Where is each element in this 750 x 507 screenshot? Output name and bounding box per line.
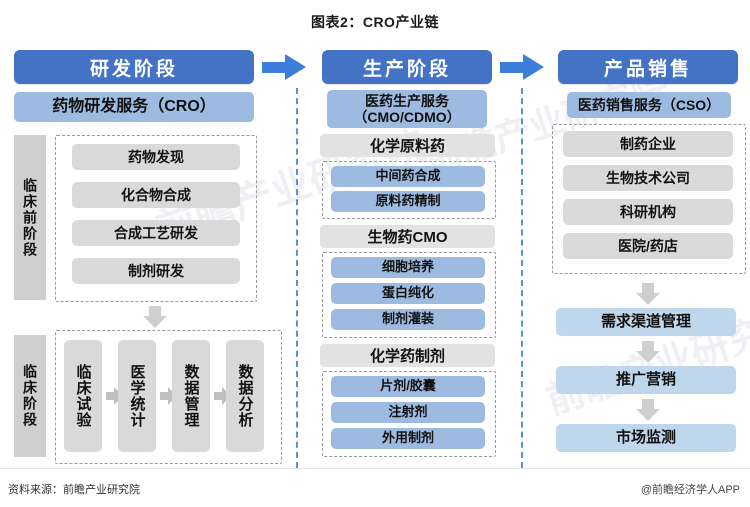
production-group-header: 生物药CMO [320,225,495,248]
sales-customer-item[interactable]: 制药企业 [563,131,733,157]
right-arrow-icon [500,54,544,80]
production-item[interactable]: 片剂/胶囊 [331,376,485,397]
preclinical-item[interactable]: 制剂研发 [72,258,240,284]
preclinical-item[interactable]: 化合物合成 [72,182,240,208]
clinical-item[interactable]: 数据管理 [172,340,210,452]
right-arrow-icon [262,54,306,80]
down-arrow-icon [636,283,660,305]
page-title: 图表2：CRO产业链 [311,14,439,30]
stage-header-production[interactable]: 生产阶段 [322,50,492,84]
sales-customer-item[interactable]: 医院/药店 [563,233,733,259]
clinical-group [55,330,282,464]
production-group-box [322,161,496,219]
preclinical-item[interactable]: 药物发现 [72,144,240,170]
preclinical-item[interactable]: 合成工艺研发 [72,220,240,246]
sales-customer-group [552,124,746,274]
down-arrow-icon [636,341,660,363]
sales-service-box[interactable]: 医药销售服务（CSO） [567,92,731,118]
clinical-item[interactable]: 数据分析 [226,340,264,452]
production-item[interactable]: 外用制剂 [331,428,485,449]
production-item[interactable]: 细胞培养 [331,257,485,278]
production-item[interactable]: 注射剂 [331,402,485,423]
production-group-header: 化学原料药 [320,134,495,157]
clinical-item[interactable]: 医学统计 [118,340,156,452]
production-service-line2: （CMO/CDMO） [353,109,461,125]
production-group-header: 化学药制剂 [320,344,495,367]
production-item[interactable]: 原料药精制 [331,191,485,212]
production-group-box [322,252,496,338]
production-item[interactable]: 中间药合成 [331,166,485,187]
sales-customer-item[interactable]: 生物技术公司 [563,165,733,191]
down-arrow-icon [143,306,167,328]
sales-flow-item[interactable]: 推广营销 [556,366,736,394]
source-note: 资料来源：前瞻产业研究院 [8,484,140,496]
down-arrow-icon [636,399,660,421]
production-service-box[interactable]: 医药生产服务 （CMO/CDMO） [327,90,487,128]
production-group-box [322,371,496,457]
column-separator-right [521,88,523,468]
production-item[interactable]: 蛋白纯化 [331,283,485,304]
production-item[interactable]: 制剂灌装 [331,309,485,330]
clinical-item[interactable]: 临床试验 [64,340,102,452]
clinical-stage-label: 临床阶段 [14,335,46,457]
sales-customer-item[interactable]: 科研机构 [563,199,733,225]
stage-header-rnd[interactable]: 研发阶段 [14,50,254,84]
preclinical-group [55,135,257,302]
brand-note: @前瞻经济学人APP [640,484,740,496]
column-separator-left [296,88,298,468]
sales-flow-item[interactable]: 市场监测 [556,424,736,452]
stage-header-sales[interactable]: 产品销售 [558,50,738,84]
sales-flow-item[interactable]: 需求渠道管理 [556,308,736,336]
preclinical-stage-label: 临床前阶段 [14,135,46,300]
rnd-service-box[interactable]: 药物研发服务（CRO） [14,92,254,122]
production-service-line1: 医药生产服务 [365,92,449,109]
footer-divider [0,468,750,469]
